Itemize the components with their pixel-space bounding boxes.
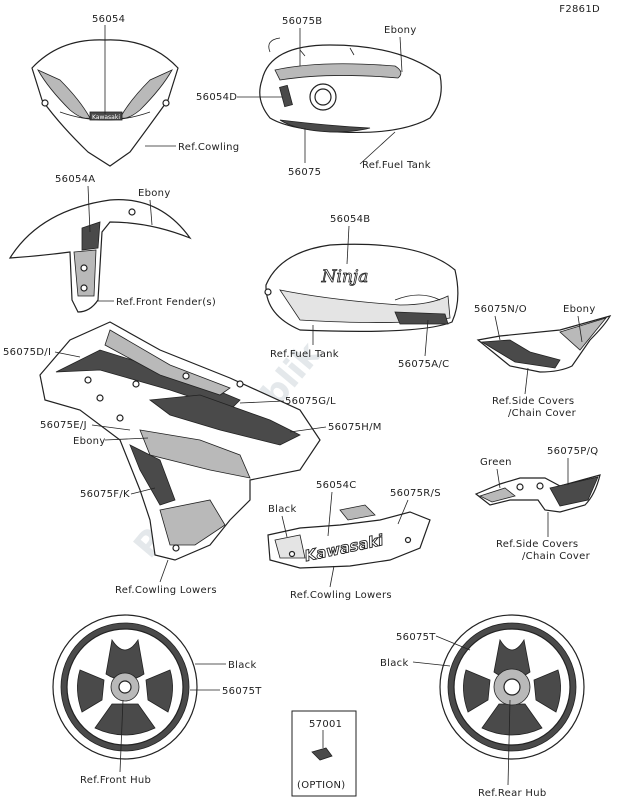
label-56054D: 56054D [196, 92, 237, 103]
label-option: (OPTION) [297, 780, 346, 791]
label-56075DI: 56075D/I [3, 347, 51, 358]
chain-cover-green-part[interactable] [474, 474, 601, 513]
label-56075GL: 56075G/L [285, 396, 336, 407]
ninja-logo-decal: Ninja [321, 267, 369, 287]
label-ref-side-covers-1a: Ref.Side Covers [492, 396, 574, 407]
figure-id: F2861D [559, 4, 600, 15]
label-56075FK: 56075F/K [80, 489, 130, 500]
emblem-part[interactable] [311, 747, 333, 761]
side-cover-ebony-part[interactable] [476, 315, 612, 373]
label-ref-side-covers-2b: /Chain Cover [522, 551, 591, 562]
label-ebony-side: Ebony [563, 304, 596, 315]
label-ref-cowling: Ref.Cowling [178, 142, 239, 153]
windscreen-logo-text: Kawasaki [92, 114, 120, 121]
label-56054B: 56054B [330, 214, 370, 225]
label-ref-fuel-tank-1: Ref.Fuel Tank [362, 160, 431, 171]
label-56054A: 56054A [55, 174, 95, 185]
fuel-tank-top-part[interactable] [259, 37, 442, 133]
cowling-lower-part[interactable] [267, 504, 431, 569]
label-ref-cowling-lowers-1: Ref.Cowling Lowers [115, 585, 217, 596]
label-ebony-fender: Ebony [138, 188, 171, 199]
option-box: 57001 (OPTION) [291, 710, 357, 797]
rear-wheel-part[interactable] [439, 614, 585, 760]
front-fender-part[interactable] [8, 199, 192, 313]
cowling-side-part[interactable] [39, 321, 321, 561]
fuel-tank-side-part[interactable] [264, 243, 459, 332]
windscreen-logo-decal [89, 111, 123, 121]
label-ref-front-fender: Ref.Front Fender(s) [116, 297, 216, 308]
label-56075AC: 56075A/C [398, 359, 449, 370]
label-56075T-front: 56075T [222, 686, 262, 697]
label-black-rear: Black [380, 658, 409, 669]
label-56075NO: 56075N/O [474, 304, 527, 315]
label-56075: 56075 [288, 167, 321, 178]
label-56054C: 56054C [316, 480, 357, 491]
label-56075T-rear: 56075T [396, 632, 436, 643]
label-56075RS: 56075R/S [390, 488, 441, 499]
label-56075HM: 56075H/M [328, 422, 382, 433]
label-black-lower: Black [268, 504, 297, 515]
label-ref-side-covers-2a: Ref.Side Covers [496, 539, 578, 550]
label-57001: 57001 [309, 719, 342, 730]
label-56054: 56054 [92, 14, 125, 25]
label-ref-cowling-lowers-2: Ref.Cowling Lowers [290, 590, 392, 601]
label-56075B: 56075B [282, 16, 322, 27]
label-ref-front-hub: Ref.Front Hub [80, 775, 151, 786]
label-ref-side-covers-1b: /Chain Cover [508, 408, 577, 419]
label-ref-rear-hub: Ref.Rear Hub [478, 788, 547, 799]
label-green: Green [480, 457, 512, 468]
front-wheel-part[interactable] [52, 614, 198, 760]
label-ebony-cowl: Ebony [73, 436, 106, 447]
label-ebony-tank: Ebony [384, 25, 417, 36]
label-black-front: Black [228, 660, 257, 671]
label-56075PQ: 56075P/Q [547, 446, 598, 457]
label-ref-fuel-tank-2: Ref.Fuel Tank [270, 349, 339, 360]
label-56075EJ: 56075E/J [40, 420, 87, 431]
